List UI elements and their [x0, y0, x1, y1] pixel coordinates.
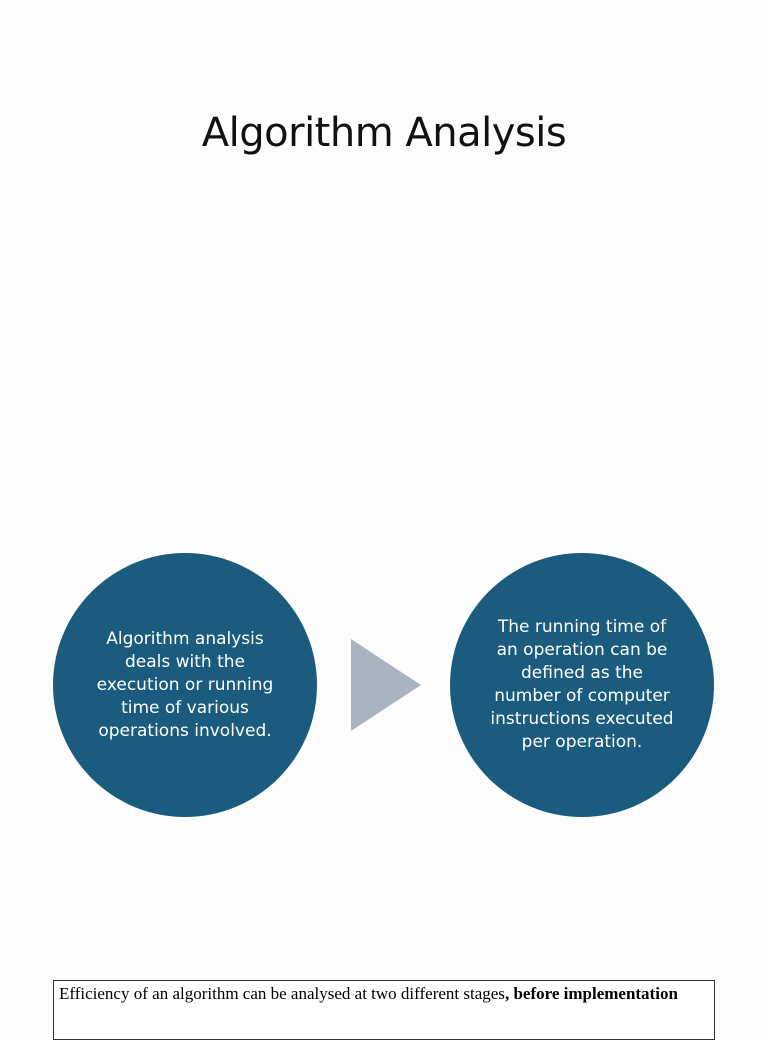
right-circle: The running time of an operation can be … [450, 553, 714, 817]
chevron-right-icon [351, 639, 421, 731]
efficiency-text: Efficiency of an algorithm can be analys… [59, 984, 505, 1003]
left-circle-text: Algorithm analysis deals with the execut… [96, 628, 274, 741]
efficiency-text-box: Efficiency of an algorithm can be analys… [53, 980, 715, 1040]
left-circle: Algorithm analysis deals with the execut… [53, 553, 317, 817]
right-circle-text: The running time of an operation can be … [490, 617, 674, 752]
page-title: Algorithm Analysis [201, 110, 567, 156]
efficiency-text-bold: , before implementation [504, 984, 678, 1003]
